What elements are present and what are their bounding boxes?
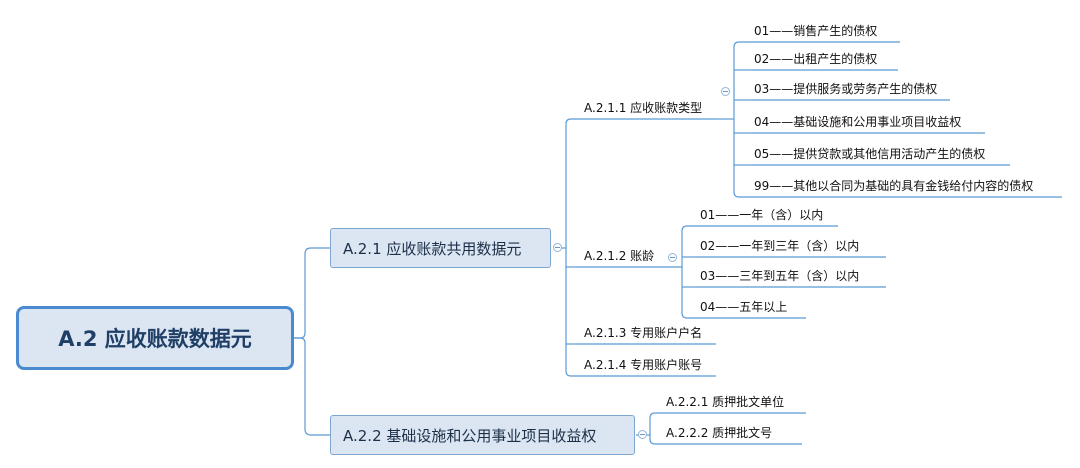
collapse-icon[interactable] [721,87,730,96]
link-a21-a214 [565,248,577,377]
node-age-01[interactable]: 01——一年（含）以内 [700,208,824,222]
node-type-02[interactable]: 02——出租产生的债权 [754,52,878,66]
link-a212-top [681,225,696,267]
collapse-icon[interactable] [638,430,647,439]
root-node[interactable]: A.2 应收账款数据元 [16,306,294,370]
collapse-icon[interactable] [668,253,677,262]
node-age-03[interactable]: 03——三年到五年（含）以内 [700,269,860,283]
node-type-04[interactable]: 04——基础设施和公用事业项目收益权 [754,115,962,129]
node-a211[interactable]: A.2.1.1 应收账款类型 [584,101,703,115]
node-age-04[interactable]: 04——五年以上 [700,300,788,314]
link-a21-a211 [565,118,577,248]
node-a221[interactable]: A.2.2.1 质押批文单位 [666,395,785,409]
link-a22-a222 [649,435,660,445]
link-a211-top [733,41,750,119]
node-a212[interactable]: A.2.1.2 账龄 [584,249,655,263]
node-a214[interactable]: A.2.1.4 专用账户账号 [584,358,703,372]
link-root-a22 [294,337,330,436]
link-a22-a221 [649,412,660,435]
link-root-a21 [294,247,330,339]
node-a222[interactable]: A.2.2.2 质押批文号 [666,426,773,440]
collapse-icon[interactable] [553,243,562,252]
node-type-03[interactable]: 03——提供服务或劳务产生的债权 [754,82,938,96]
node-type-01[interactable]: 01——销售产生的债权 [754,24,878,38]
node-type-99[interactable]: 99——其他以合同为基础的具有金钱给付内容的债权 [754,179,1034,193]
node-type-05[interactable]: 05——提供贷款或其他信用活动产生的债权 [754,147,986,161]
node-a21[interactable]: A.2.1 应收账款共用数据元 [330,228,551,268]
node-a22[interactable]: A.2.2 基础设施和公用事业项目收益权 [330,415,635,455]
link-a211-bottom [733,119,750,198]
node-a213[interactable]: A.2.1.3 专用账户户名 [584,326,703,340]
node-age-02[interactable]: 02——一年到三年（含）以内 [700,239,860,253]
link-a212-bottom [681,267,696,319]
